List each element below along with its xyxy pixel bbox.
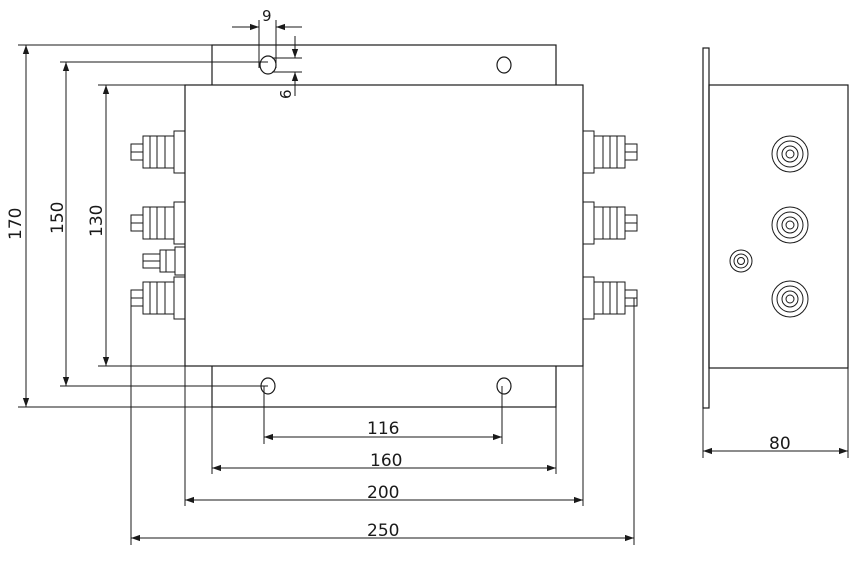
mounting-hole-top-right: [496, 56, 512, 74]
side-enclosure-body: [708, 84, 849, 369]
dim-6-label: 6: [277, 89, 295, 99]
front-view: [130, 44, 638, 408]
terminal-right-2: [582, 201, 638, 245]
dim-160-label: 160: [370, 451, 402, 471]
side-ground-terminal: [729, 249, 753, 273]
terminal-left-1: [130, 130, 186, 174]
dim-150-label: 150: [48, 202, 68, 234]
dim-250-label: 250: [367, 521, 399, 541]
terminal-right-1: [582, 130, 638, 174]
enclosure-body: [184, 84, 584, 367]
terminal-left-2: [130, 201, 186, 245]
side-terminal-2: [771, 206, 809, 244]
mounting-hole-top-left: [259, 55, 277, 75]
side-view: 80: [702, 47, 849, 458]
dim-9-label: 9: [262, 7, 272, 25]
side-mounting-flange: [702, 47, 710, 409]
terminal-left-3: [130, 276, 186, 320]
dim-170-label: 170: [6, 208, 26, 240]
dimension-lines: 9 6 170 150 130 116 160: [6, 7, 635, 545]
dim-130-label: 130: [87, 205, 107, 237]
side-terminal-1: [771, 135, 809, 173]
dim-200-label: 200: [367, 483, 399, 503]
side-terminal-3: [771, 280, 809, 318]
dim-80-label: 80: [769, 434, 791, 454]
terminal-right-3: [582, 276, 638, 320]
ground-terminal-left: [142, 246, 186, 276]
mounting-hole-bottom-right: [496, 377, 512, 395]
dim-116-label: 116: [367, 419, 399, 439]
